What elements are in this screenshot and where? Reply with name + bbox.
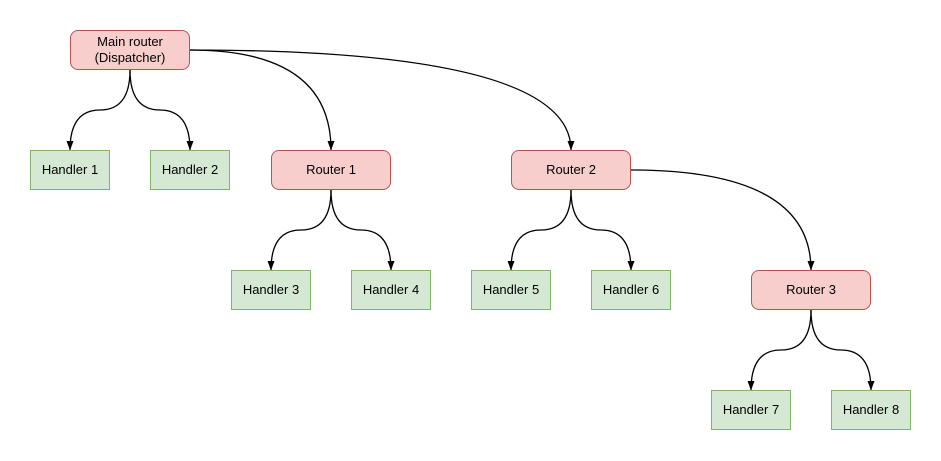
node-label: Router 3 [786,282,836,297]
node-label: Handler 1 [41,162,99,177]
edge-router-1-to-handler-4 [330,189,395,271]
edge-router-2-to-router-3 [630,169,815,271]
edge-main-router-to-router-1 [189,49,335,151]
edge-router-3-to-handler-7 [747,309,812,391]
edge-main-router-to-handler-2 [129,69,194,151]
node-handler-7: Handler 7 [711,390,791,430]
edge-main-router-to-handler-1 [66,69,131,151]
node-label: Handler 4 [362,282,420,297]
node-label: (Dispatcher) [94,50,166,65]
node-router-2: Router 2 [511,150,631,190]
node-router-3: Router 3 [751,270,871,310]
node-handler-3: Handler 3 [231,270,311,310]
node-router-1: Router 1 [271,150,391,190]
edge-router-3-to-handler-8 [810,309,875,391]
node-label: Handler 8 [842,402,900,417]
node-handler-4: Handler 4 [351,270,431,310]
node-label: Main router [97,34,163,49]
node-label: Handler 6 [602,282,660,297]
node-label: Handler 3 [242,282,300,297]
node-label: Handler 5 [482,282,540,297]
edge-router-2-to-handler-6 [570,189,635,271]
edge-router-1-to-handler-3 [267,189,332,271]
node-handler-2: Handler 2 [150,150,230,190]
node-label: Handler 7 [722,402,780,417]
edge-main-router-to-router-2 [189,49,575,151]
node-handler-1: Handler 1 [30,150,110,190]
edge-router-2-to-handler-5 [507,189,572,271]
node-handler-6: Handler 6 [591,270,671,310]
node-main-router: Main router (Dispatcher) [70,30,190,70]
node-handler-5: Handler 5 [471,270,551,310]
node-label: Router 1 [306,162,356,177]
node-handler-8: Handler 8 [831,390,911,430]
node-label: Router 2 [546,162,596,177]
node-label: Handler 2 [161,162,219,177]
